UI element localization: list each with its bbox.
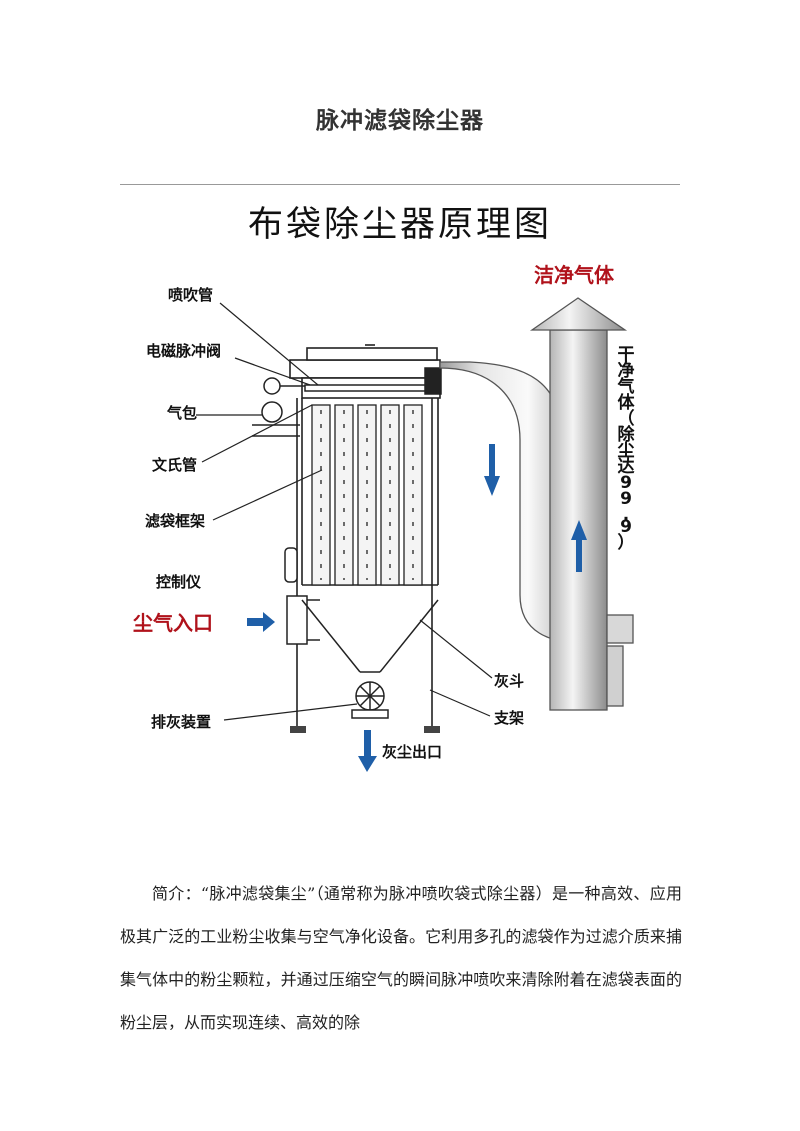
vertical-label-char: 9 [620,473,632,493]
vertical-label-char: 9 [620,517,632,537]
flow-arrows [247,444,587,772]
leader-lines [196,302,493,721]
vertical-label-char: 干 [618,345,635,365]
bag-filter-diagram: 洁净气体 喷吹管 电磁脉冲阀 气包 文氏管 滤袋框架 控制仪 尘气入口 灰斗 支… [133,263,636,772]
label-dust-inlet: 尘气入口 [133,611,213,635]
vertical-label-char: 除 [618,424,636,445]
support-legs [290,726,440,733]
vertical-label-char: ） [618,532,635,553]
diagram-title: 布袋除尘器原理图 [247,205,552,245]
vertical-label-char: 达 [618,456,635,477]
vertical-label-char: . [623,505,629,525]
label-dust-outlet: 灰尘出口 [382,743,442,761]
label-bag-frame: 滤袋框架 [145,512,205,530]
label-controller: 控制仪 [156,573,202,591]
vertical-label-char: 净 [618,360,635,381]
chimney-stack [529,297,634,711]
filter-bags [311,404,423,586]
vertical-label-char: 9 [620,489,632,509]
vertical-label-char: （ [618,408,635,429]
label-air-bag: 气包 [166,404,197,422]
document-title: 脉冲滤袋除尘器 [316,108,484,134]
vertical-label-char: 尘 [618,441,635,461]
label-venturi: 文氏管 [152,456,197,474]
label-ash-hopper: 灰斗 [494,672,524,690]
label-solenoid-valve: 电磁脉冲阀 [146,342,221,360]
label-ash-discharge: 排灰装置 [151,713,211,731]
vertical-label-char: 体 [618,392,636,413]
inlet-flange [286,595,320,645]
spray-pipe-assembly [304,367,442,395]
label-support: 支架 [493,709,524,727]
label-spray-pipe: 喷吹管 [168,286,213,304]
ash-hopper [301,599,439,673]
controller-box [284,547,298,583]
intro-text: 简介：“脉冲滤袋集尘”（通常称为脉冲喷吹袋式除尘器）是一种高效、应用极其广泛的工… [120,884,682,1032]
label-clean-gas: 洁净气体 [534,263,615,287]
air-bag [252,377,305,437]
discharge-valve [351,681,389,719]
intro-paragraph: 简介：“脉冲滤袋集尘”（通常称为脉冲喷吹袋式除尘器）是一种高效、应用极其广泛的工… [120,872,682,1044]
title-divider [120,184,680,185]
vertical-label-char: 气 [617,376,635,397]
